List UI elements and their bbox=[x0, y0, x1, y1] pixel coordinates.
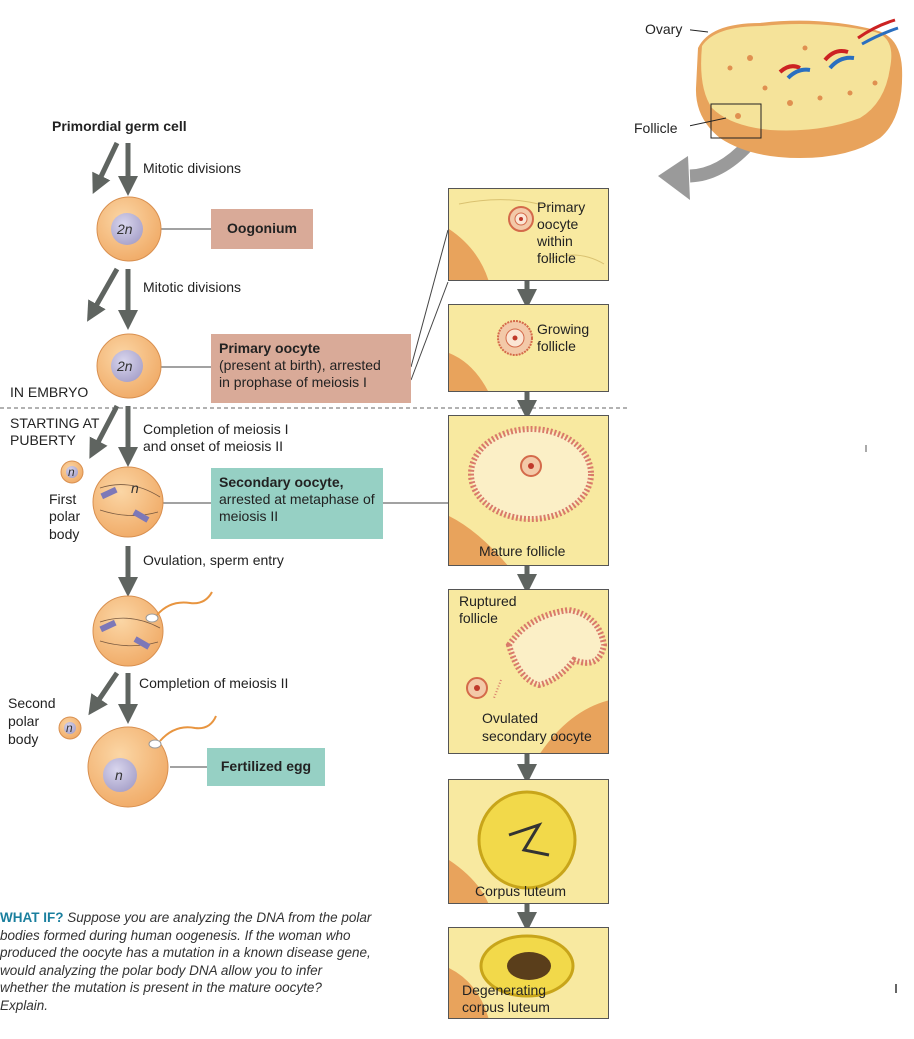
panel-corpus-luteum: Corpus luteum bbox=[448, 779, 609, 904]
mitotic-divisions-label-1: Mitotic divisions bbox=[143, 160, 242, 176]
arrow-completion-left bbox=[88, 671, 120, 716]
first-polar-label-line2: polar bbox=[49, 508, 81, 524]
first-polar-ploidy: n bbox=[68, 465, 75, 479]
p4-line1: Ruptured bbox=[459, 593, 517, 609]
puberty-label-line2: PUBERTY bbox=[10, 432, 76, 448]
p1-line4: follicle bbox=[537, 250, 576, 266]
ovary-curved-arrow bbox=[689, 140, 753, 183]
panel-growing-follicle: Growing follicle bbox=[448, 304, 609, 392]
p4-line4: secondary oocyte bbox=[482, 728, 592, 744]
secondary-oocyte-line1: arrested at metaphase of bbox=[219, 491, 375, 507]
p5-label: Corpus luteum bbox=[475, 883, 567, 899]
fertilized-egg-cell bbox=[87, 715, 217, 808]
secondary-ploidy: n bbox=[131, 480, 139, 496]
arrow-oogonium-left bbox=[87, 267, 120, 322]
panel-primary-follicle: Primary oocyte within follicle bbox=[448, 188, 609, 281]
panel-degenerating-corpus-luteum: Degenerating corpus luteum bbox=[448, 927, 609, 1019]
completion-meiosis-2-label: Completion of meiosis II bbox=[139, 675, 289, 691]
primary-oocyte-line2: in prophase of meiosis I bbox=[219, 374, 367, 390]
second-polar-label-line2: polar bbox=[8, 713, 40, 729]
panel-corpus-luteum-art bbox=[449, 790, 577, 903]
p4-line3: Ovulated bbox=[482, 710, 539, 726]
p2-line2: follicle bbox=[537, 338, 576, 354]
meiosis-label-line2: and onset of meiosis II bbox=[143, 438, 284, 454]
ovary-illustration bbox=[690, 18, 903, 158]
primordial-germ-cell-label: Primordial germ cell bbox=[52, 118, 187, 134]
p2-line1: Growing bbox=[537, 321, 590, 337]
p1-line3: within bbox=[537, 233, 573, 249]
panel-mature-follicle-art bbox=[449, 426, 594, 565]
connector-primary-panel-a bbox=[410, 229, 449, 368]
panel-mature-follicle: Mature follicle bbox=[448, 415, 609, 566]
follicle-label: Follicle bbox=[634, 120, 678, 136]
secondary-oocyte-line2: meiosis II bbox=[219, 508, 279, 524]
primary-oocyte-line1: (present at birth), arrested bbox=[219, 357, 381, 373]
p6-line1: Degenerating bbox=[462, 982, 547, 998]
oogonium-ploidy: 2n bbox=[116, 221, 133, 237]
primary-ploidy: 2n bbox=[116, 358, 133, 374]
mitotic-divisions-label-2: Mitotic divisions bbox=[143, 279, 242, 295]
secondary-oocyte-box: Secondary oocyte, arrested at metaphase … bbox=[211, 468, 383, 539]
p4-line2: follicle bbox=[459, 610, 498, 626]
puberty-label-line1: STARTING AT bbox=[10, 415, 100, 431]
second-polar-label-line3: body bbox=[8, 731, 39, 747]
primary-oocyte-title: Primary oocyte bbox=[219, 340, 321, 356]
ovary-label: Ovary bbox=[645, 21, 683, 37]
primary-oocyte-box: Primary oocyte (present at birth), arres… bbox=[211, 334, 411, 403]
what-if-heading: WHAT IF? bbox=[0, 910, 64, 925]
oogonium-box: Oogonium bbox=[211, 209, 313, 249]
first-polar-body bbox=[60, 460, 84, 484]
p6-line2: corpus luteum bbox=[462, 999, 550, 1015]
first-polar-label-line3: body bbox=[49, 526, 80, 542]
p3-label: Mature follicle bbox=[479, 543, 566, 559]
arrow-primordial-left bbox=[92, 141, 120, 195]
sperm-entry-oocyte bbox=[92, 591, 213, 667]
p1-line1: Primary bbox=[537, 199, 586, 215]
secondary-oocyte-title: Secondary oocyte, bbox=[219, 474, 344, 490]
second-polar-body bbox=[58, 716, 82, 740]
fertilized-egg-box: Fertilized egg bbox=[207, 748, 325, 786]
ovary-curved-arrowhead bbox=[658, 156, 690, 200]
panel-degenerating-art bbox=[449, 934, 575, 1018]
what-if-text: Suppose you are analyzing the DNA from t… bbox=[0, 910, 372, 1013]
panel-growing-follicle-art bbox=[449, 320, 533, 391]
oogonium-cell bbox=[96, 196, 162, 262]
first-polar-label-line1: First bbox=[49, 491, 77, 507]
second-polar-ploidy: n bbox=[66, 721, 73, 735]
panel-primary-follicle-art bbox=[449, 199, 605, 280]
arrow-primary-left bbox=[89, 404, 120, 459]
panel-ruptured-follicle: Ruptured follicle Ovulated secondary ooc… bbox=[448, 589, 609, 754]
connector-primary-panel-b bbox=[410, 281, 449, 381]
fertilized-ploidy: n bbox=[115, 767, 123, 783]
ovulation-label: Ovulation, sperm entry bbox=[143, 552, 284, 568]
panel-ruptured-follicle-art bbox=[466, 606, 608, 753]
second-polar-label-line1: Second bbox=[8, 695, 56, 711]
p1-line2: oocyte bbox=[537, 216, 579, 232]
secondary-oocyte-cell bbox=[92, 466, 164, 538]
what-if-question: WHAT IF? Suppose you are analyzing the D… bbox=[0, 909, 372, 1014]
primary-oocyte-cell bbox=[96, 333, 162, 399]
meiosis-label-line1: Completion of meiosis I bbox=[143, 421, 289, 437]
in-embryo-label: IN EMBRYO bbox=[10, 384, 89, 400]
